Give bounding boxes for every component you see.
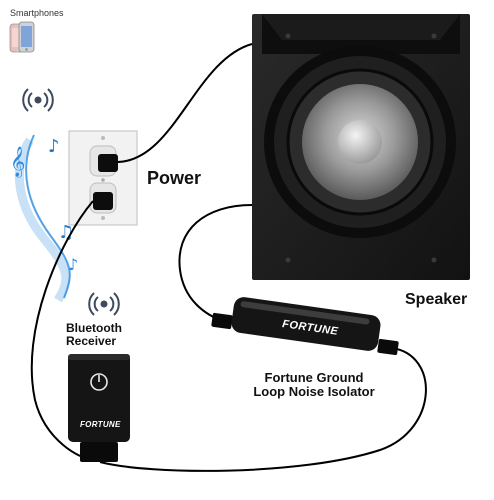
isolator-label-line1: Fortune Ground [264,370,364,385]
svg-text:♪: ♪ [68,255,78,274]
wall-outlet [68,130,138,226]
speaker-label: Speaker [405,291,468,308]
svg-text:♫: ♫ [58,222,74,243]
speaker [252,14,470,280]
isolator-label: Fortune Ground Loop Noise Isolator [234,371,394,399]
bluetooth-receiver-label: Bluetooth Receiver [66,322,122,348]
bluetooth-wave-icon [22,88,54,112]
power-button-icon [90,373,108,391]
svg-text:𝄞: 𝄞 [10,146,25,178]
ground-loop-isolator [211,297,399,356]
smartphones-label: Smartphones [10,8,64,18]
power-label: Power [147,168,202,188]
music-notes-icon: 𝄞 ♪ ♫ ♪ [10,134,78,303]
bluetooth-receiver [68,354,130,462]
svg-text:♪: ♪ [48,136,60,157]
receiver-brand-logo: FORTUNE [80,420,121,429]
bluetooth-wave-icon [88,292,120,316]
bluetooth-receiver-label-line1: Bluetooth [66,321,122,335]
cables [30,43,427,472]
smartphone-icon [9,21,35,53]
bluetooth-receiver-label-line2: Receiver [66,334,117,348]
isolator-label-line2: Loop Noise Isolator [253,384,375,399]
